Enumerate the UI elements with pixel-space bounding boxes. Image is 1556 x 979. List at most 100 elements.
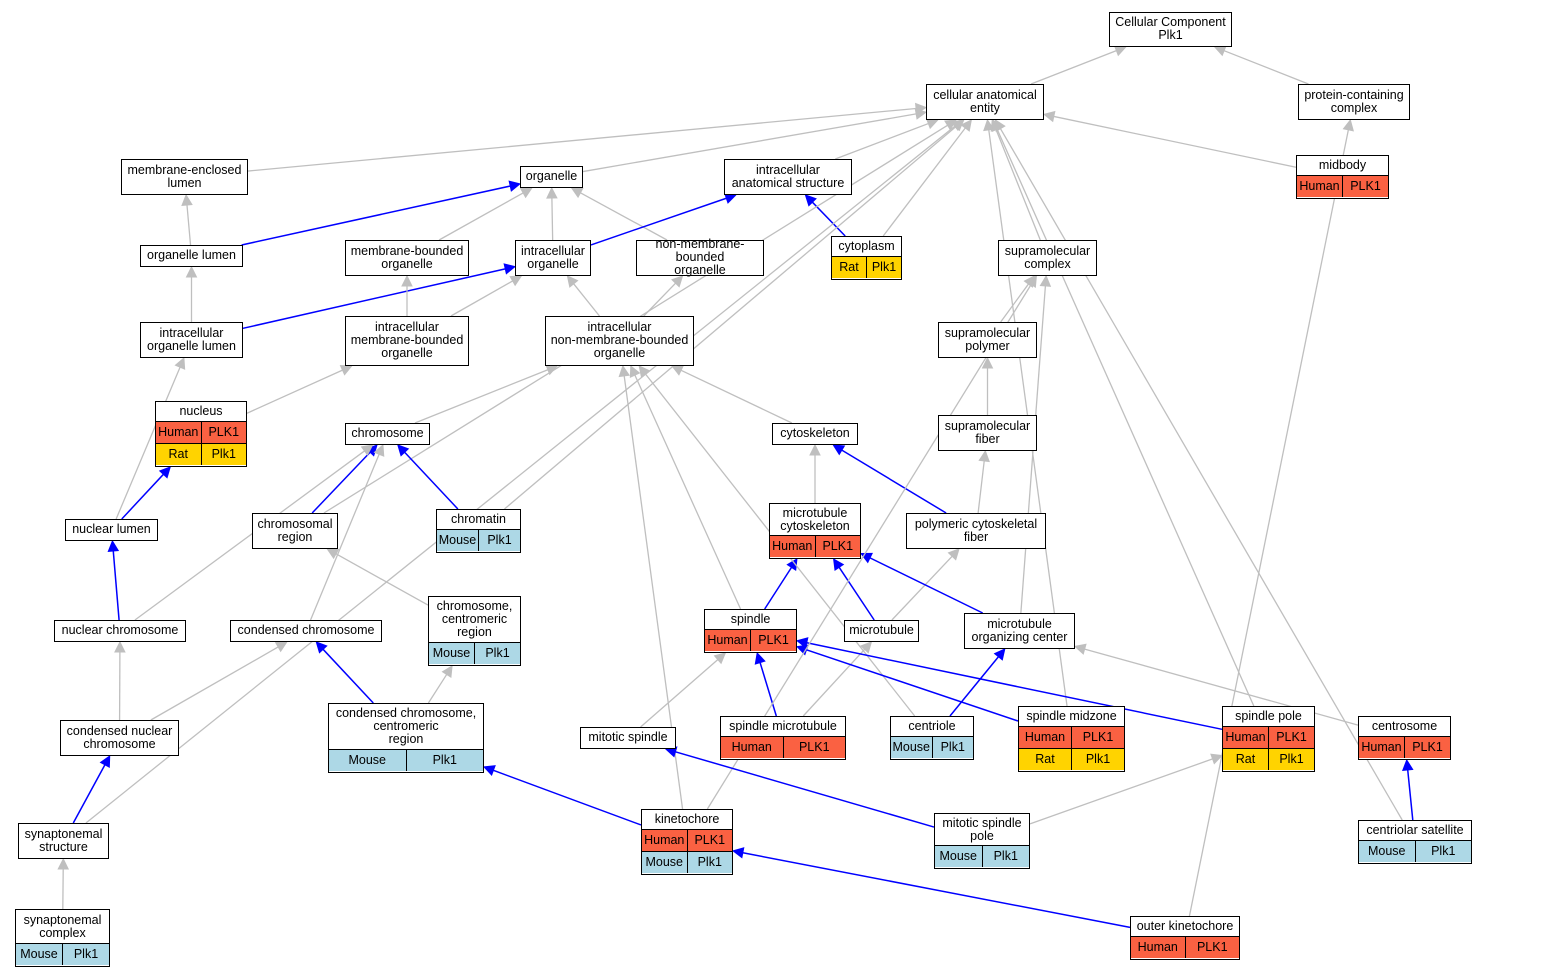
edge-arrowhead [947, 548, 960, 561]
node-nucchrom[interactable]: nuclear chromosome [54, 620, 186, 642]
node-io[interactable]: intracellular organelle [515, 240, 591, 276]
edge-pcf-cytoskeleton [841, 449, 947, 514]
node-mt[interactable]: microtubule [844, 620, 919, 642]
node-label: polymeric cytoskeletal fiber [914, 516, 1038, 544]
gene-cell: Plk1 [1268, 749, 1314, 770]
edge-spmid-spindle [806, 649, 1019, 722]
node-smc[interactable]: supramolecular complex [998, 240, 1097, 276]
edge-synstruct-cnc [72, 764, 106, 824]
gene-cell: Plk1 [478, 530, 520, 551]
edge-arrowhead [1342, 118, 1354, 132]
node-cccr[interactable]: condensed chromosome, centromeric region… [328, 703, 484, 773]
node-label: microtubule organizing center [971, 616, 1068, 644]
node-nmbo[interactable]: non-membrane-bounded organelle [636, 238, 764, 277]
node-chromreg[interactable]: chromosomal region [252, 513, 338, 549]
node-org[interactable]: organelle [520, 166, 583, 188]
edge-spindle-mtcs [764, 566, 793, 610]
edge-arrowhead [618, 364, 631, 378]
species-cell: Human [705, 630, 750, 651]
node-label: organelle lumen [147, 248, 236, 262]
node-imbo[interactable]: intracellular membrane-bounded organelle [345, 316, 469, 366]
node-iol[interactable]: intracellular organelle lumen [140, 322, 243, 358]
node-cnc[interactable]: condensed nuclear chromosome [60, 720, 179, 756]
species-cell: Mouse [935, 846, 982, 867]
node-smf[interactable]: supramolecular fiber [938, 415, 1037, 451]
edge-chromreg-chromosome [311, 451, 371, 514]
node-nuclumen[interactable]: nuclear lumen [65, 519, 158, 541]
node-label: organelle [525, 169, 578, 183]
edge-arrowhead [1210, 753, 1224, 765]
edge-arrowhead [181, 193, 193, 206]
node-label: chromosome [351, 426, 424, 440]
node-orglumen[interactable]: organelle lumen [140, 245, 243, 267]
gene-cell: PLK1 [1342, 176, 1388, 197]
gene-cell: Plk1 [1414, 841, 1471, 862]
edge-arrowhead [754, 651, 766, 665]
edge-mitspindle-spindle [640, 659, 719, 728]
edge-condchrom-chromosome [309, 453, 380, 621]
node-mtoc[interactable]: microtubule organizing center [964, 613, 1075, 649]
node-mbo[interactable]: membrane-bounded organelle [345, 240, 469, 276]
node-label: intracellular non-membrane-bounded organ… [550, 320, 689, 360]
edge-arrowhead [994, 119, 1006, 132]
edge-org-cae [582, 113, 917, 173]
node-cae[interactable]: cellular anatomical entity [926, 84, 1044, 120]
edge-arrowhead [629, 364, 641, 378]
node-smp[interactable]: supramolecular polymer [938, 322, 1037, 358]
node-pcf[interactable]: polymeric cytoskeletal fiber [906, 513, 1046, 549]
edge-chromosome-inmbo [414, 369, 549, 424]
node-mitspindle[interactable]: mitotic spindle [580, 727, 676, 749]
node-label: spindle midzone [1026, 709, 1117, 723]
node-mel[interactable]: membrane-enclosed lumen [121, 159, 248, 195]
edge-cytoplasm-cae [882, 127, 966, 237]
gene-cell: Plk1 [866, 257, 901, 278]
edge-sppole-spindle [806, 642, 1223, 731]
species-cell: Rat [832, 257, 866, 278]
edge-arrowhead [960, 119, 973, 132]
node-label: condensed nuclear chromosome [66, 723, 173, 751]
node-ias[interactable]: intracellular anatomical structure [724, 159, 852, 195]
species-cell: Mouse [329, 750, 406, 771]
node-label: mitotic spindle [588, 730, 668, 744]
edge-arrowhead [185, 265, 198, 278]
node-pcc[interactable]: protein-containing complex [1298, 84, 1410, 120]
node-inmbo[interactable]: intracellular non-membrane-bounded organ… [545, 316, 694, 366]
edge-arrowhead [508, 180, 522, 192]
node-cc[interactable]: Cellular Component Plk1 [1109, 12, 1232, 47]
edge-midbody-cae [1053, 115, 1297, 168]
node-synstruct[interactable]: synaptonemal structure [18, 823, 109, 859]
edge-arrowhead [832, 444, 846, 456]
node-condchrom[interactable]: condensed chromosome [230, 620, 382, 642]
edge-msp-sppole [1029, 758, 1213, 825]
node-label: microtubule [849, 623, 914, 637]
node-label: Cellular Component Plk1 [1115, 15, 1226, 42]
node-chromosome[interactable]: chromosome [345, 423, 430, 445]
edge-arrowhead [978, 449, 990, 463]
node-cytoskeleton[interactable]: cytoskeleton [772, 423, 858, 445]
edge-nucchrom-chromosome [134, 450, 365, 621]
edge-cae-cc [1030, 50, 1117, 85]
edge-arrowhead [274, 641, 288, 653]
edge-arrowhead [993, 648, 1006, 661]
edge-arrowhead [1113, 45, 1127, 57]
